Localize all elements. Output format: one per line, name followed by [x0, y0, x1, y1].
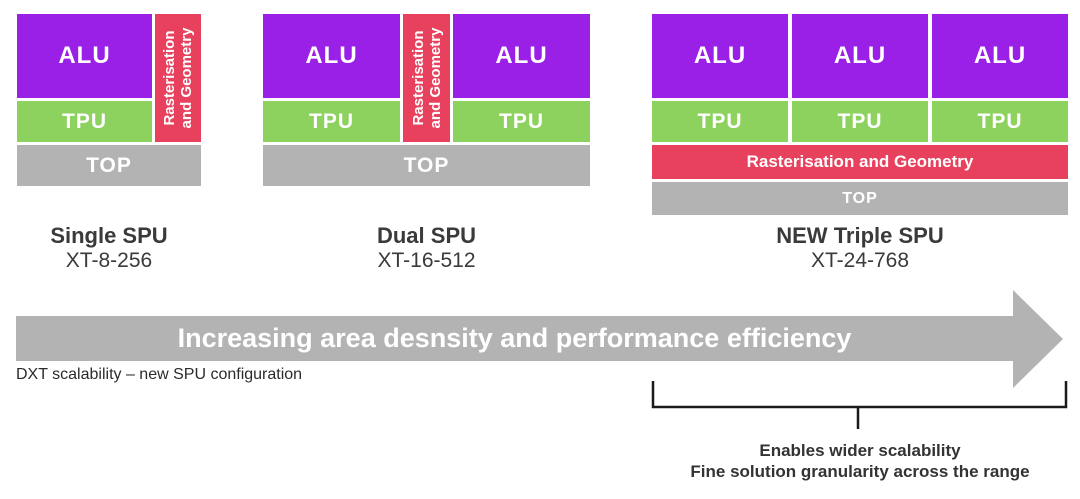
raster-line-1: Rasterisation	[161, 30, 178, 126]
triple-spu-tpu-block-3: TPU	[932, 101, 1068, 142]
triple-spu-tpu-block-1: TPU	[652, 101, 788, 142]
single-spu-top-block: TOP	[17, 145, 201, 186]
dual-spu-alu-block-2: ALU	[453, 14, 590, 98]
triple-spu-title: NEW Triple SPU	[776, 223, 944, 248]
bracket-note-line-2: Fine solution granularity across the ran…	[690, 462, 1030, 481]
triple-spu-tpu-block-2: TPU	[792, 101, 928, 142]
single-spu-alu-block: ALU	[17, 14, 152, 98]
bracket-note-line-1: Enables wider scalability	[759, 441, 961, 460]
single-spu-model: XT-8-256	[65, 249, 153, 272]
triple-spu-alu-block-1: ALU	[652, 14, 788, 98]
bracket-note: Enables wider scalability Fine solution …	[652, 440, 1068, 482]
dual-spu-title: Dual SPU	[376, 223, 477, 248]
arrow-shape	[16, 290, 1063, 388]
scalability-arrow	[16, 290, 1063, 388]
raster-line-2: and Geometry	[178, 27, 195, 129]
dual-spu-model: XT-16-512	[377, 249, 476, 272]
triple-spu-raster-block: Rasterisation and Geometry	[652, 145, 1068, 179]
raster-line-2: and Geometry	[426, 27, 444, 129]
dual-spu-tpu-block-1: TPU	[263, 101, 400, 142]
triple-spu-alu-block-2: ALU	[792, 14, 928, 98]
dual-spu-tpu-block-2: TPU	[453, 101, 590, 142]
dual-spu-top-block: TOP	[263, 145, 590, 186]
triple-spu-top-block: TOP	[652, 182, 1068, 215]
triple-spu-alu-block-3: ALU	[932, 14, 1068, 98]
range-bracket	[651, 381, 1068, 429]
dxt-scalability-caption: DXT scalability – new SPU configuration	[16, 366, 303, 383]
single-spu-raster-block: Rasterisation and Geometry	[155, 14, 201, 142]
single-spu-tpu-block: TPU	[17, 101, 152, 142]
dual-spu-alu-block-1: ALU	[263, 14, 400, 98]
raster-line-1: Rasterisation	[409, 30, 427, 126]
arrow-label: Increasing area desnsity and performance…	[177, 323, 852, 353]
dual-spu-raster-block: Rasterisation and Geometry	[403, 14, 450, 142]
raster-vertical-label: Rasterisation and Geometry	[410, 14, 444, 142]
bracket-shape	[651, 381, 1068, 409]
raster-vertical-label: Rasterisation and Geometry	[161, 14, 195, 142]
single-spu-title: Single SPU	[50, 223, 168, 248]
triple-spu-model: XT-24-768	[810, 249, 910, 272]
